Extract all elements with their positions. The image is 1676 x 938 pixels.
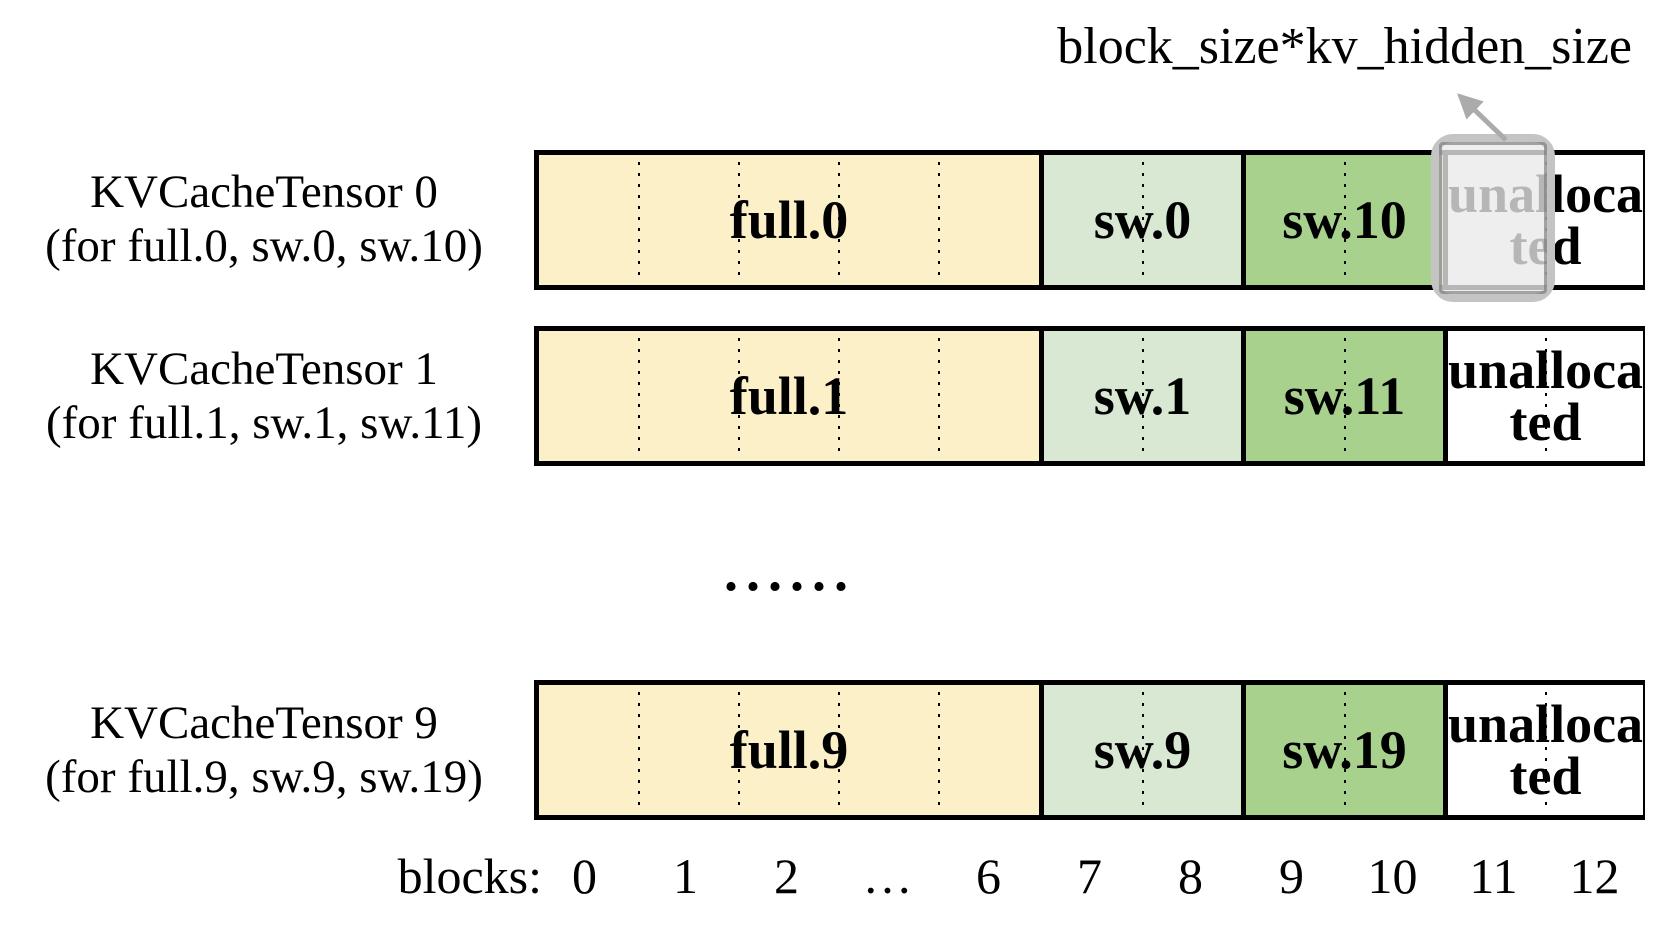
- block-index-label: 6: [976, 848, 1001, 904]
- block-size-annotation: block_size*kv_hidden_size: [1057, 18, 1632, 75]
- segment-label: sw.19: [1282, 720, 1407, 780]
- segment-full-0: full.0: [539, 155, 1039, 285]
- block-divider: [1141, 162, 1144, 278]
- segment-unallocated-1: unalloca ted: [1443, 331, 1644, 461]
- segment-label: full.0: [729, 190, 849, 250]
- block-divider: [738, 162, 740, 278]
- kv-cache-tensor-bar-1: full.1 sw.1 sw.11 unalloca ted: [534, 326, 1645, 466]
- rows-ellipsis: ......: [724, 541, 856, 603]
- block-divider: [938, 338, 940, 454]
- row-label-tensor-0: KVCacheTensor 0 (for full.0, sw.0, sw.10…: [8, 165, 520, 273]
- block-divider: [638, 692, 640, 808]
- block-index-label: …: [862, 848, 913, 904]
- segment-label: sw.10: [1282, 190, 1407, 250]
- row-label-tensor-9: KVCacheTensor 9 (for full.9, sw.9, sw.19…: [8, 696, 520, 804]
- block-index-label: 7: [1077, 848, 1102, 904]
- block-divider: [1544, 338, 1547, 454]
- segment-full-9: full.9: [539, 685, 1039, 815]
- block-index-label: 10: [1367, 848, 1418, 904]
- highlighted-block-outline: [1431, 134, 1555, 302]
- segment-sw-9: sw.9: [1039, 685, 1241, 815]
- segment-label: full.9: [729, 720, 849, 780]
- segment-label: sw.0: [1093, 190, 1192, 250]
- block-divider: [1141, 338, 1144, 454]
- segment-label: sw.9: [1093, 720, 1192, 780]
- block-index-label: 8: [1178, 848, 1203, 904]
- block-divider: [838, 162, 840, 278]
- block-index-label: 0: [572, 848, 597, 904]
- block-divider: [1343, 692, 1346, 808]
- segment-sw-0: sw.0: [1039, 155, 1241, 285]
- segment-sw-19: sw.19: [1241, 685, 1443, 815]
- block-divider: [638, 338, 640, 454]
- block-index-label: 12: [1569, 848, 1620, 904]
- block-divider: [1544, 692, 1547, 808]
- block-divider: [938, 692, 940, 808]
- block-divider: [838, 338, 840, 454]
- segment-unallocated-9: unalloca ted: [1443, 685, 1644, 815]
- block-divider: [938, 162, 940, 278]
- block-index-label: 2: [774, 848, 799, 904]
- segment-label: unalloca ted: [1448, 343, 1643, 449]
- tensor-contents: (for full.9, sw.9, sw.19): [45, 751, 483, 803]
- segment-sw-10: sw.10: [1241, 155, 1443, 285]
- unallocated-line2: ted: [1509, 392, 1582, 452]
- segment-label: full.1: [729, 366, 849, 426]
- block-divider: [738, 692, 740, 808]
- segment-label: sw.11: [1283, 366, 1406, 426]
- block-divider: [638, 162, 640, 278]
- block-index-label: 1: [673, 848, 698, 904]
- block-divider: [1343, 338, 1346, 454]
- segment-full-1: full.1: [539, 331, 1039, 461]
- block-index-label: 11: [1469, 848, 1518, 904]
- tensor-name: KVCacheTensor 1: [90, 343, 438, 395]
- tensor-contents: (for full.0, sw.0, sw.10): [45, 220, 483, 272]
- tensor-name: KVCacheTensor 0: [90, 166, 438, 218]
- annotation-arrow-icon: [1457, 93, 1508, 142]
- segment-label: sw.1: [1093, 366, 1192, 426]
- row-label-tensor-1: KVCacheTensor 1 (for full.1, sw.1, sw.11…: [8, 342, 520, 450]
- unallocated-line1: unalloca: [1448, 340, 1644, 400]
- kv-cache-tensor-bar-9: full.9 sw.9 sw.19 unalloca ted: [534, 680, 1645, 820]
- tensor-name: KVCacheTensor 9: [90, 697, 438, 749]
- block-index-label: 9: [1279, 848, 1304, 904]
- block-divider: [1141, 692, 1144, 808]
- segment-sw-11: sw.11: [1241, 331, 1443, 461]
- block-divider: [1343, 162, 1346, 278]
- block-divider: [738, 338, 740, 454]
- segment-label: unalloca ted: [1448, 697, 1643, 803]
- segment-sw-1: sw.1: [1039, 331, 1241, 461]
- unallocated-line1: unalloca: [1448, 694, 1644, 754]
- blocks-axis-label: blocks:: [397, 848, 542, 904]
- unallocated-line2: ted: [1509, 746, 1582, 806]
- block-divider: [838, 692, 840, 808]
- tensor-contents: (for full.1, sw.1, sw.11): [46, 397, 482, 449]
